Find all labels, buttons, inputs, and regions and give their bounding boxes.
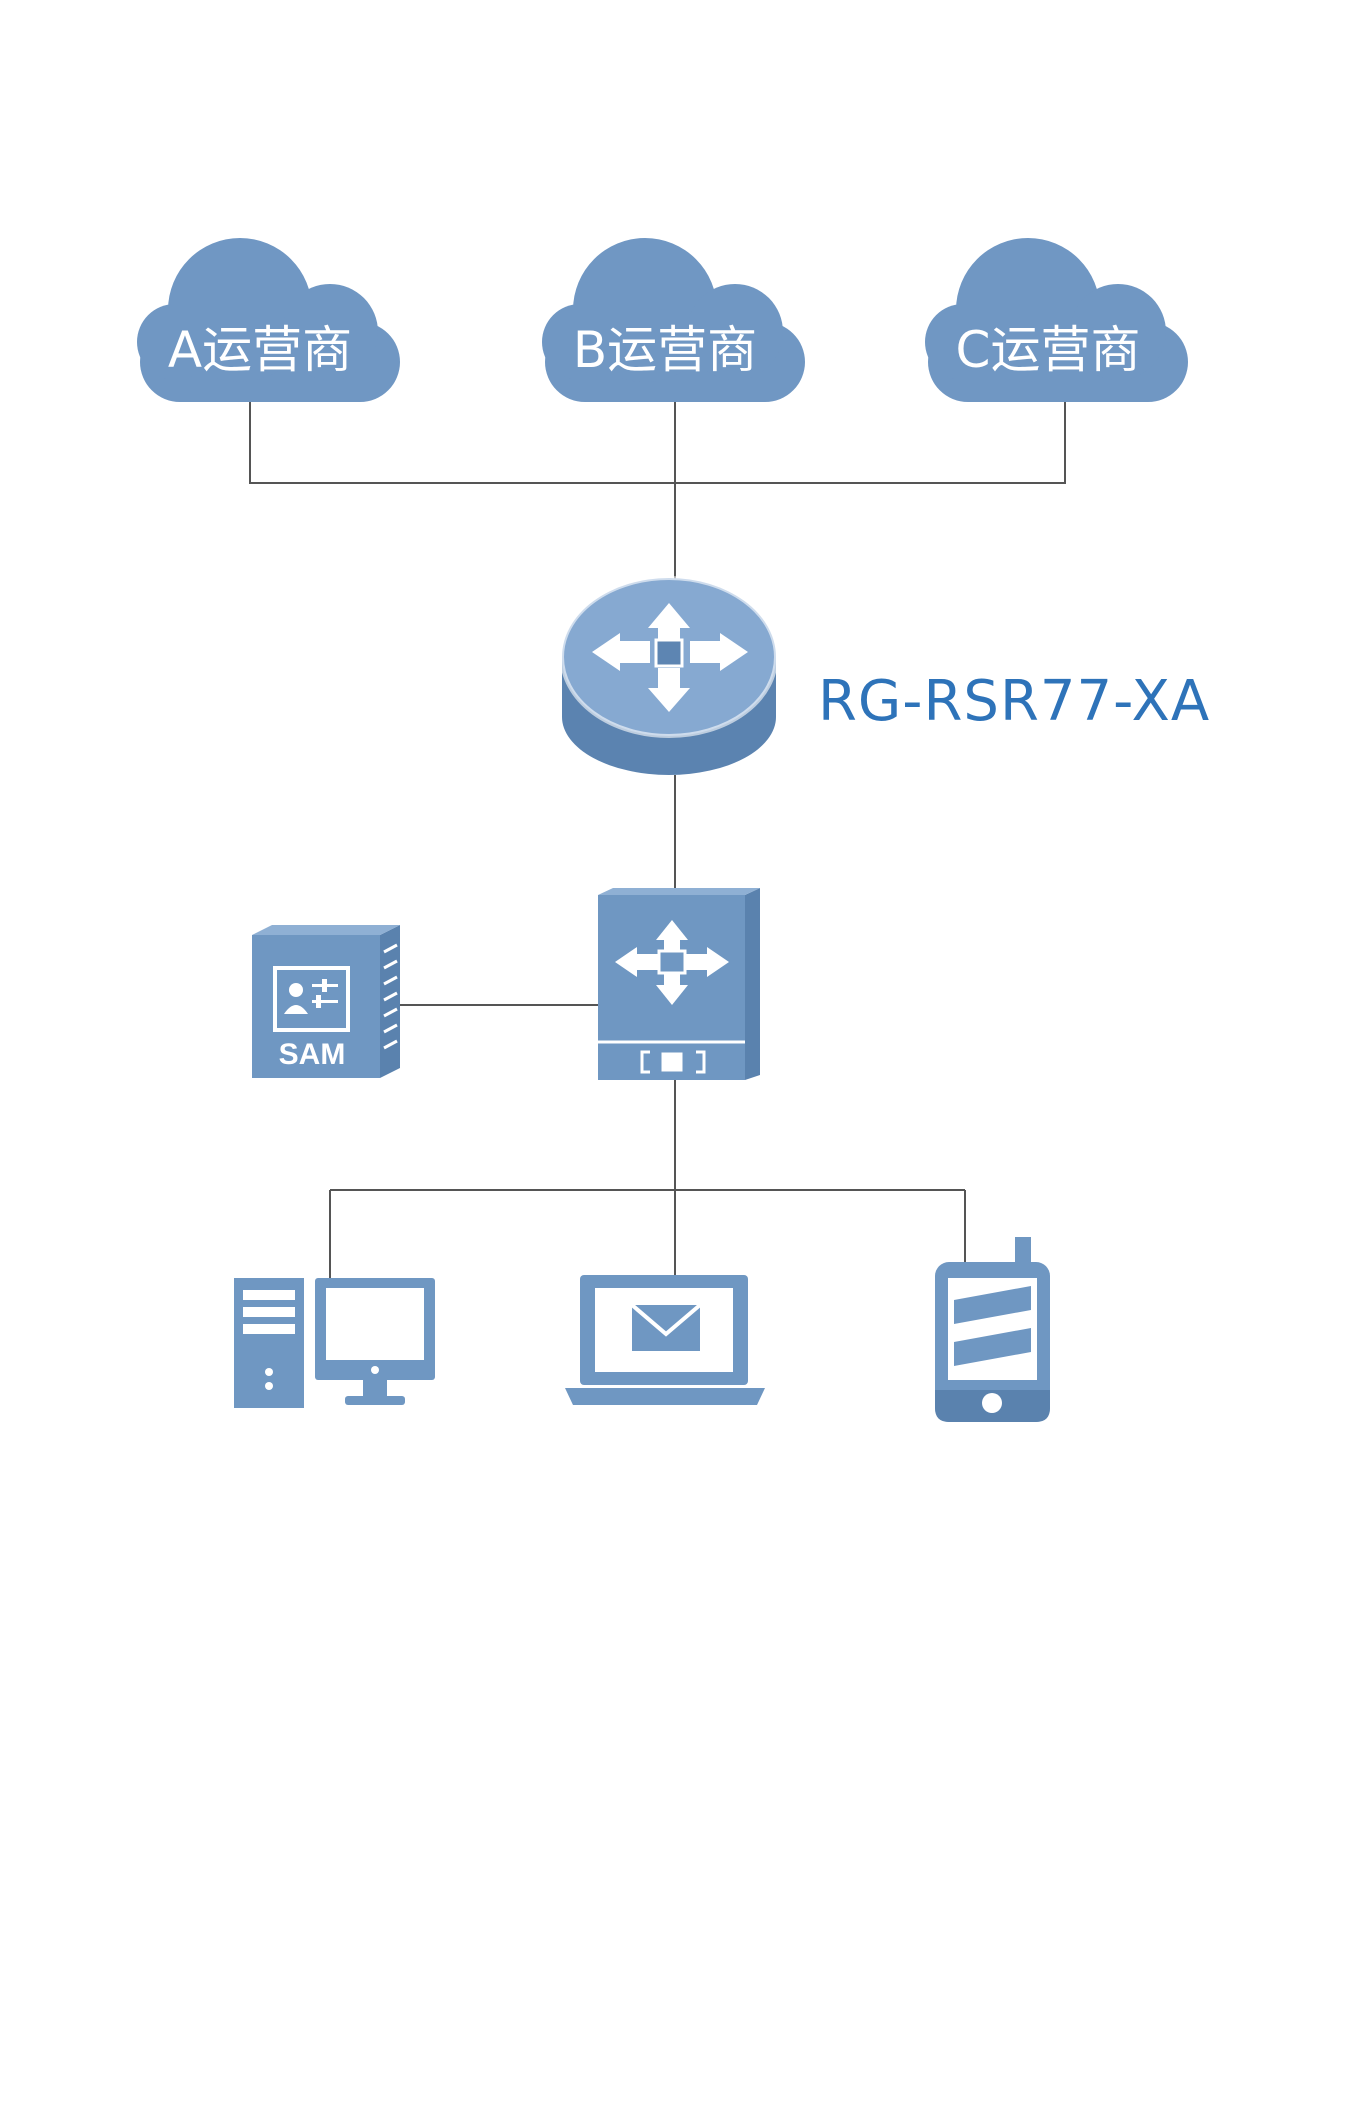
sam-label: SAM — [279, 1038, 346, 1071]
user-settings-icon — [284, 979, 338, 1014]
router-icon — [560, 576, 778, 775]
laptop-mail-icon — [565, 1275, 765, 1405]
link-cloud-c — [675, 400, 1066, 484]
desktop-computer-icon — [234, 1278, 435, 1408]
router-model-label: RG-RSR77-XA — [818, 669, 1210, 734]
cloud-label: A运营商 — [168, 321, 352, 379]
link-cloud-a — [249, 400, 675, 484]
router-arrows-icon — [592, 603, 748, 712]
switch-port-icon — [640, 1050, 706, 1074]
cloud-label: B运营商 — [573, 321, 757, 379]
cloud-label: C运营商 — [956, 321, 1141, 379]
cloud-b-operator: B运营商 — [542, 238, 805, 402]
sam-server-icon: SAM — [252, 925, 400, 1078]
switch-arrows-icon — [615, 920, 729, 1005]
switch-icon — [598, 888, 760, 1080]
connection-lines — [249, 400, 1066, 1280]
cloud-c-operator: C运营商 — [925, 238, 1188, 402]
mobile-phone-icon — [935, 1237, 1050, 1422]
cloud-a-operator: A运营商 — [137, 238, 400, 402]
